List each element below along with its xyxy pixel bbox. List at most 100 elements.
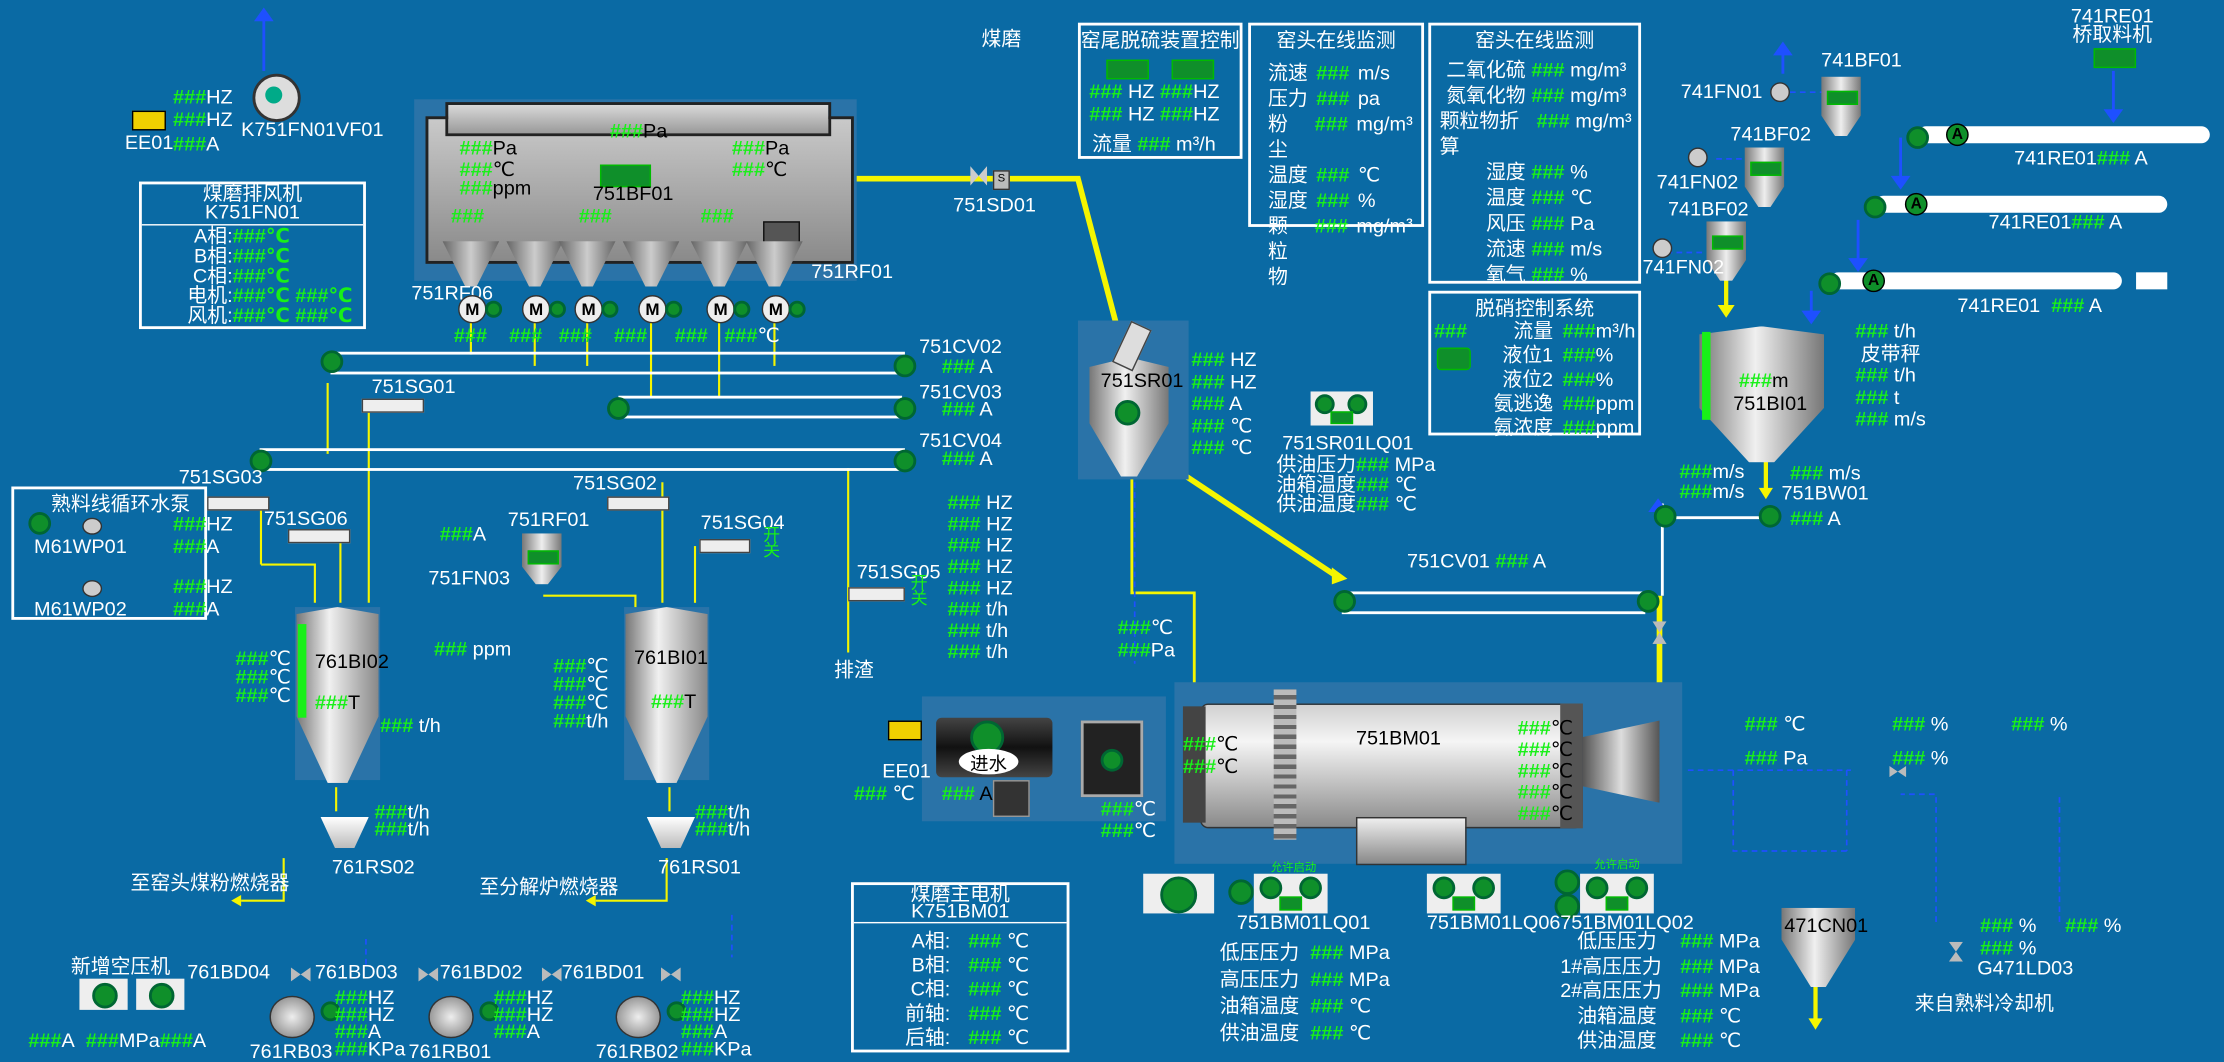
rotary-valve-motor[interactable]: M: [638, 295, 667, 324]
bf01-status[interactable]: [1826, 90, 1859, 105]
bf02a-status[interactable]: [1750, 161, 1782, 176]
denox-row: ###流量###m³/h: [1433, 319, 1636, 342]
re01-3-val: 741RE01 ### A: [1957, 293, 2103, 317]
desulf-status-2[interactable]: [1171, 59, 1215, 80]
circulating-pump-panel: 熟料线循环水泵 ###HZ M61WP01 ###A ###HZ M61WP02…: [11, 486, 233, 620]
sr01lq-status[interactable]: [1310, 391, 1373, 426]
rotary-valve-motor[interactable]: M: [458, 295, 487, 324]
wp02-icon[interactable]: [82, 580, 103, 598]
desulf-hz-row2: ### HZ ###HZ: [1089, 102, 1220, 125]
cv02-label: 751CV02: [919, 334, 1002, 358]
rotary-valve-status: [601, 300, 619, 318]
roots-blower-rb01[interactable]: [428, 995, 474, 1039]
cv01-conveyor[interactable]: [1341, 591, 1646, 615]
re01-belt-1[interactable]: [1917, 126, 2210, 144]
re01-belt-1-motor[interactable]: A: [1946, 123, 1969, 147]
rl-valve[interactable]: [1889, 765, 1907, 778]
mid-value-row: ### HZ: [947, 533, 1013, 557]
rotary-valve-motor[interactable]: M: [574, 295, 603, 324]
re01-belt-3-motor[interactable]: A: [1862, 269, 1886, 293]
sg01-gate[interactable]: [361, 398, 425, 413]
sg03-gate[interactable]: [207, 496, 270, 511]
fn02b-icon[interactable]: [1652, 238, 1673, 259]
gas-pipe-top: [851, 175, 1124, 342]
sg01-label: 751SG01: [371, 374, 456, 398]
re01-belt-2[interactable]: [1875, 195, 2168, 213]
desulf-status-1[interactable]: [1106, 59, 1149, 80]
butterfly-valve[interactable]: [541, 967, 562, 982]
mill-gearbox[interactable]: [1080, 720, 1144, 798]
from-cooler-label: 来自熟料冷却机: [1914, 991, 2054, 1015]
kiln2-row: 氧气###%: [1485, 262, 1588, 286]
cv02-conveyor[interactable]: [330, 351, 905, 375]
pump-status-dot[interactable]: [28, 512, 52, 535]
denox-pump-icon[interactable]: [1436, 347, 1471, 371]
mid-value-row: ### t/h: [947, 639, 1009, 663]
sr01-status[interactable]: [1114, 399, 1141, 426]
roots-blower-rb02[interactable]: [615, 995, 661, 1039]
rotary-valve-motor[interactable]: M: [706, 295, 735, 324]
rotary-valve-motor[interactable]: M: [521, 295, 551, 324]
kiln1-row: 颗粒物###mg/m³: [1268, 214, 1413, 288]
lq02-status-1[interactable]: [1554, 869, 1581, 895]
bf-valve[interactable]: [763, 221, 800, 244]
lq02-pumps[interactable]: [1580, 873, 1654, 914]
mill-outlet-temp-row: ###℃: [1517, 737, 1574, 761]
cv03-a: ### A: [941, 397, 993, 420]
sg02-gate[interactable]: [607, 496, 670, 511]
rotary-valve-motor[interactable]: M: [761, 295, 791, 324]
water-inlet[interactable]: 进水: [958, 748, 1019, 775]
lq06-pumps[interactable]: [1426, 873, 1501, 914]
sg05-open-close[interactable]: 开关: [910, 573, 928, 609]
re01-top-status[interactable]: [2093, 48, 2137, 69]
compressor-2[interactable]: [136, 978, 185, 1010]
ee01b-icon[interactable]: [887, 720, 922, 741]
compressor-1[interactable]: [79, 978, 128, 1010]
bf02b-label: 741BF02: [1668, 197, 1749, 220]
re01-belt-3[interactable]: [1829, 272, 2122, 290]
lq02-status-2[interactable]: [1554, 893, 1581, 920]
roots-blower-rb03[interactable]: [269, 995, 315, 1039]
mill-lube-motor[interactable]: [1355, 816, 1467, 866]
ld03-damper[interactable]: [1948, 941, 1964, 962]
lq01-status[interactable]: [1228, 879, 1254, 905]
sg05-gate[interactable]: [848, 587, 905, 602]
fan-icon[interactable]: [252, 73, 301, 122]
ball-mill-drum[interactable]: [1199, 703, 1583, 829]
rl-pct-3: ### %: [2011, 712, 2068, 735]
lq01-allow: 允许启动: [1270, 860, 1317, 874]
belt-scale-vals: ### t/h 皮带秤### t/h### t### m/s: [1855, 319, 1926, 430]
fn02a-icon[interactable]: [1687, 147, 1708, 168]
rotary-valve-status: [548, 300, 566, 318]
bag-filter-status[interactable]: [599, 164, 652, 188]
sg04-open-close[interactable]: 开关: [763, 524, 781, 561]
bi02-t: ###T: [314, 690, 361, 714]
mill-outlet-head: [1560, 703, 1583, 829]
re01-belt-2-motor[interactable]: A: [1904, 192, 1928, 216]
bi01-temps: ###℃###℃###℃###t/h: [553, 653, 609, 732]
rf01-small-status[interactable]: [527, 550, 559, 565]
mill-drive-status[interactable]: [970, 720, 1005, 755]
wp01-icon[interactable]: [82, 517, 103, 535]
fn01-icon[interactable]: [1770, 82, 1790, 103]
cv03-conveyor[interactable]: [618, 395, 903, 419]
sg06-gate[interactable]: [287, 529, 351, 544]
sr01lq-label: 751SR01LQ01: [1282, 431, 1414, 454]
slag-label: 排渣: [834, 658, 874, 681]
re01-1-val: 741RE01### A: [2014, 146, 2148, 169]
lq01-pumps[interactable]: [1253, 873, 1328, 914]
ee01-icon[interactable]: [131, 110, 166, 131]
sg04-gate[interactable]: [699, 538, 751, 554]
re01-belt-1-roller: [1906, 126, 1929, 149]
butterfly-valve[interactable]: [290, 967, 311, 982]
lq01-pump-main[interactable]: [1143, 873, 1215, 914]
rl-pa: ### Pa: [1744, 746, 1808, 769]
mill-title: 煤磨: [981, 26, 1022, 50]
lq02-value-row: 2#高压压力### MPa: [1560, 978, 1760, 1002]
butterfly-valve[interactable]: [418, 967, 439, 982]
fan-row: 风机:###℃ ###℃: [187, 303, 353, 327]
bf02b-status[interactable]: [1711, 235, 1744, 250]
cv04-conveyor[interactable]: [259, 448, 905, 471]
